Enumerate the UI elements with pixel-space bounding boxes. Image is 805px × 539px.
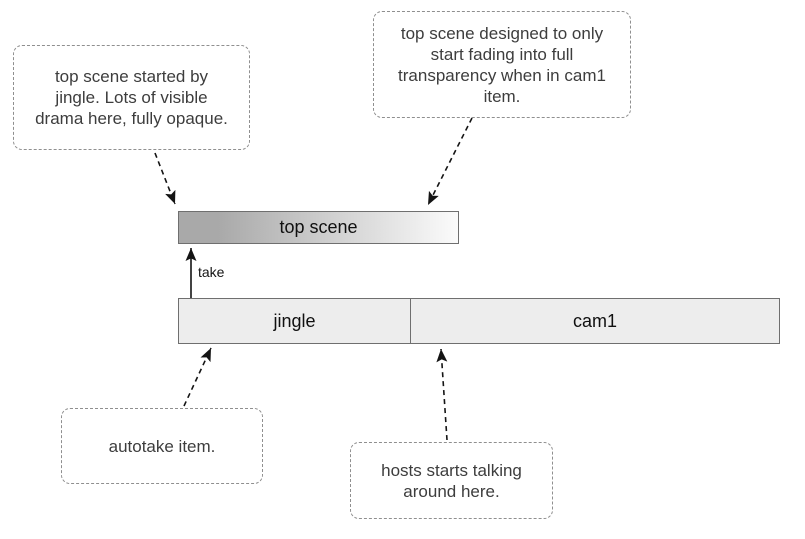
take-arrow-label: take bbox=[198, 264, 225, 280]
cam1-label: cam1 bbox=[572, 310, 617, 331]
arrow-callout-autotake-to-jingle bbox=[183, 347, 212, 407]
top-scene-bar: top scene bbox=[178, 211, 459, 244]
timeline-bottom-bar: jingle cam1 bbox=[178, 298, 780, 344]
jingle-label: jingle bbox=[273, 310, 316, 331]
callout-hosts-talking: hosts starts talking around here. bbox=[350, 442, 553, 519]
callout-top-scene-start: top scene started by jingle. Lots of vis… bbox=[13, 45, 250, 150]
arrow-callout-topleft-to-topscene bbox=[154, 152, 176, 205]
top-scene-label: top scene bbox=[279, 217, 358, 237]
callout-autotake: autotake item. bbox=[61, 408, 263, 484]
cam1-segment: cam1 bbox=[410, 299, 779, 343]
jingle-segment: jingle bbox=[179, 299, 410, 343]
callout-top-scene-fade: top scene designed to only start fading … bbox=[373, 11, 631, 118]
arrow-callout-topright-to-topscene bbox=[427, 117, 473, 206]
arrow-callout-hosts-to-cam1 bbox=[436, 348, 448, 441]
